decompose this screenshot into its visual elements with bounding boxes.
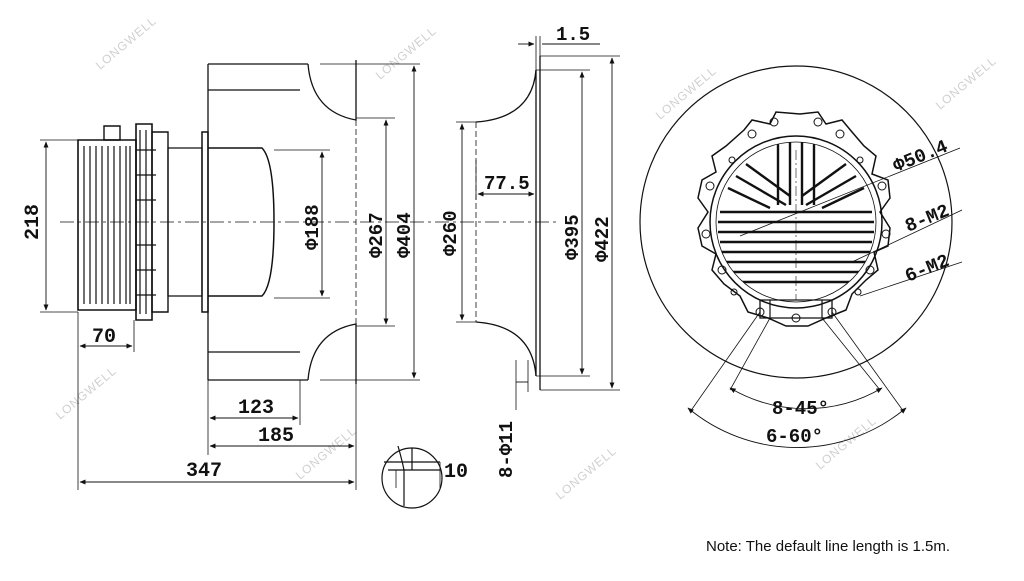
leader-bolt-circle (740, 148, 960, 236)
dim-inlet-dia: Φ267 (366, 212, 388, 258)
dim-angle-6: 6-60° (766, 426, 823, 448)
leader-8m2 (852, 210, 962, 262)
dim-hub-dia: Φ188 (302, 204, 324, 250)
detail-view (382, 446, 442, 508)
screw-holes (702, 118, 890, 322)
motor-flange (698, 112, 890, 326)
dim-sheet-thickness: 10 (444, 461, 468, 484)
motor-body (78, 124, 202, 320)
watermark: LONGWELL (553, 444, 619, 503)
dim-motor-depth: 70 (92, 326, 116, 349)
dim-screws-6: 6-M2 (902, 250, 953, 287)
impeller-outline (640, 66, 952, 378)
dim-ring-depth: 77.5 (484, 173, 530, 195)
dim-width-123: 123 (238, 397, 274, 420)
dim-holes: 8-Φ11 (496, 421, 518, 478)
dim-screws-8: 8-M2 (902, 200, 953, 237)
inlet-ring-top-curve (476, 70, 536, 122)
angle-arc-60 (687, 407, 907, 448)
dim-overall-347: 347 (186, 460, 222, 483)
watermark-layer: LONGWELL LONGWELL LONGWELL LONGWELL LONG… (53, 14, 999, 503)
terminal-box (760, 300, 832, 318)
motor-face (710, 136, 882, 308)
front-view (640, 66, 962, 448)
watermark: LONGWELL (53, 364, 119, 423)
dim-ring-thickness: 1.5 (556, 24, 590, 46)
watermark: LONGWELL (373, 24, 439, 83)
inlet-ring-view (456, 36, 620, 410)
watermark: LONGWELL (293, 424, 359, 483)
hub (208, 148, 274, 296)
side-view (40, 60, 560, 490)
dim-bolt-circle: Φ50.4 (890, 136, 951, 178)
dim-wheel-dia: Φ404 (394, 212, 416, 258)
dim-width-185: 185 (258, 425, 294, 448)
dim-ring-mid: Φ395 (562, 214, 584, 260)
footnote: Note: The default line length is 1.5m. (706, 538, 951, 555)
dim-motor-height: 218 (22, 204, 45, 240)
dim-ring-outer: Φ422 (592, 216, 614, 262)
watermark: LONGWELL (93, 14, 159, 73)
inlet-ring-bottom-curve (476, 322, 536, 376)
impeller (208, 60, 356, 384)
dim-ring-inner: Φ260 (440, 210, 462, 256)
watermark: LONGWELL (933, 54, 999, 113)
leader-6m2 (860, 262, 962, 296)
dim-angle-8: 8-45° (772, 398, 829, 420)
